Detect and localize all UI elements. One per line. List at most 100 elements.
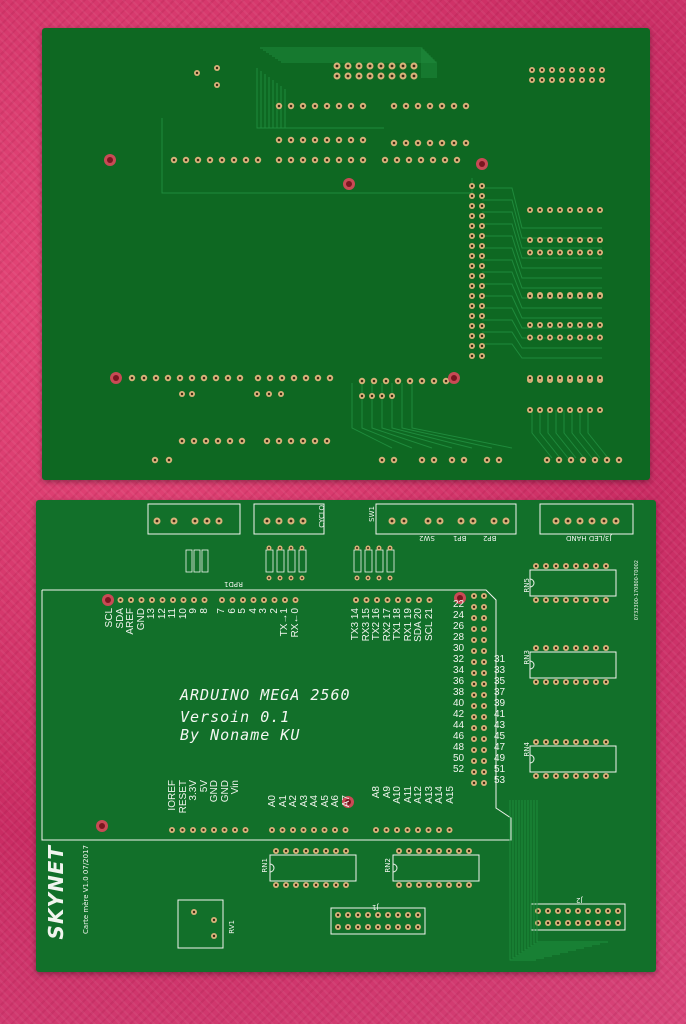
pad-hole [467,883,471,887]
analog-b-label: A11 [402,786,414,804]
mounting-hole-center [479,161,485,167]
pad-hole [301,439,305,443]
pad-hole [470,244,474,248]
analog-b-label: A14 [434,786,445,804]
pad-hole [440,141,444,145]
pad-hole [386,925,390,929]
pad-hole [548,251,552,254]
pad-hole [588,376,592,380]
pad-hole [379,64,383,68]
pad-hole [480,314,484,318]
pad-hole [578,238,582,242]
pad-hole [438,519,442,523]
rn5-outline [529,569,617,597]
header-mid-label: 6 [226,608,238,614]
bus-trace [260,47,423,78]
pad-hole [167,458,171,462]
resistor-outline [386,549,395,573]
side-trace [482,247,602,279]
pad-hole [482,627,486,631]
analog-b-label: A8 [371,786,382,799]
bottom-trace [587,410,609,459]
pad-hole [584,564,588,568]
pad-hole [313,138,317,142]
pad-hole [472,693,476,697]
analog-a-label: A4 [309,795,320,808]
pad-hole [462,458,466,462]
pad-hole [544,740,548,744]
analog-a-label: A0 [267,795,278,808]
pad-hole [480,204,484,208]
pad-hole [255,392,259,396]
pad-hole [216,439,220,443]
pad-hole [356,925,360,929]
pad-hole [208,158,212,162]
pad-hole [378,547,380,549]
pad-hole [550,78,554,82]
pad-hole [580,78,584,82]
resistor-outline [265,549,274,573]
pad-hole [265,519,269,523]
pad-hole [558,336,562,339]
pad-hole [598,408,602,412]
pad-hole [564,680,568,684]
pad-hole [534,740,538,744]
dip-notch [529,578,535,588]
pad-hole [588,408,592,412]
pad-hole [228,439,232,443]
pad-hole [554,774,558,778]
pad-hole [584,774,588,778]
pad-hole [470,334,474,338]
pad-hole [545,458,549,462]
pad-hole [578,251,582,254]
pad-hole [560,68,564,72]
pad-hole [443,158,447,162]
bottom-trace [555,410,577,459]
bus-trace [278,59,435,78]
pad-hole [482,781,486,785]
pad-hole [427,883,431,887]
pad-hole [270,828,274,832]
pad-hole [482,693,486,697]
resistor-outline [185,549,193,573]
pad-hole [325,158,329,162]
pad-hole [172,158,176,162]
pad-hole [324,849,328,853]
pad-hole [397,849,401,853]
pad-hole [604,740,608,744]
pad-hole [279,547,281,549]
pad-hole [556,921,560,925]
pad-hole [482,770,486,774]
bus-trace [260,71,348,129]
dip-notch [269,863,275,873]
pad-hole [606,909,610,913]
j2-trace [512,800,544,959]
pad-hole [344,883,348,887]
pad-hole [367,547,369,549]
header-odd-label: 31 [494,654,506,665]
pad-hole [580,68,584,72]
side-trace [482,235,602,269]
pad-hole [470,324,474,328]
pad-hole [482,682,486,686]
pad-hole [407,883,411,887]
header-even-label: 30 [453,643,465,654]
pad-hole [349,104,353,108]
mounting-hole-center [99,823,105,829]
label-rn5: RN5 [523,578,531,593]
pad-hole [323,828,326,832]
pad-hole [470,284,474,288]
pad-hole [385,828,388,832]
pad-hole [593,458,597,462]
pad-hole [480,214,484,218]
analog-a-label: A5 [319,795,331,808]
pad-hole [614,519,618,523]
pcb-front-artwork [41,503,634,961]
pad-hole [598,251,602,254]
pad-hole [396,379,400,383]
pad-hole [470,294,474,298]
header-odd-label: 41 [494,709,506,720]
pad-hole [220,598,224,602]
pad-hole [153,458,157,462]
pad-hole [417,849,421,853]
